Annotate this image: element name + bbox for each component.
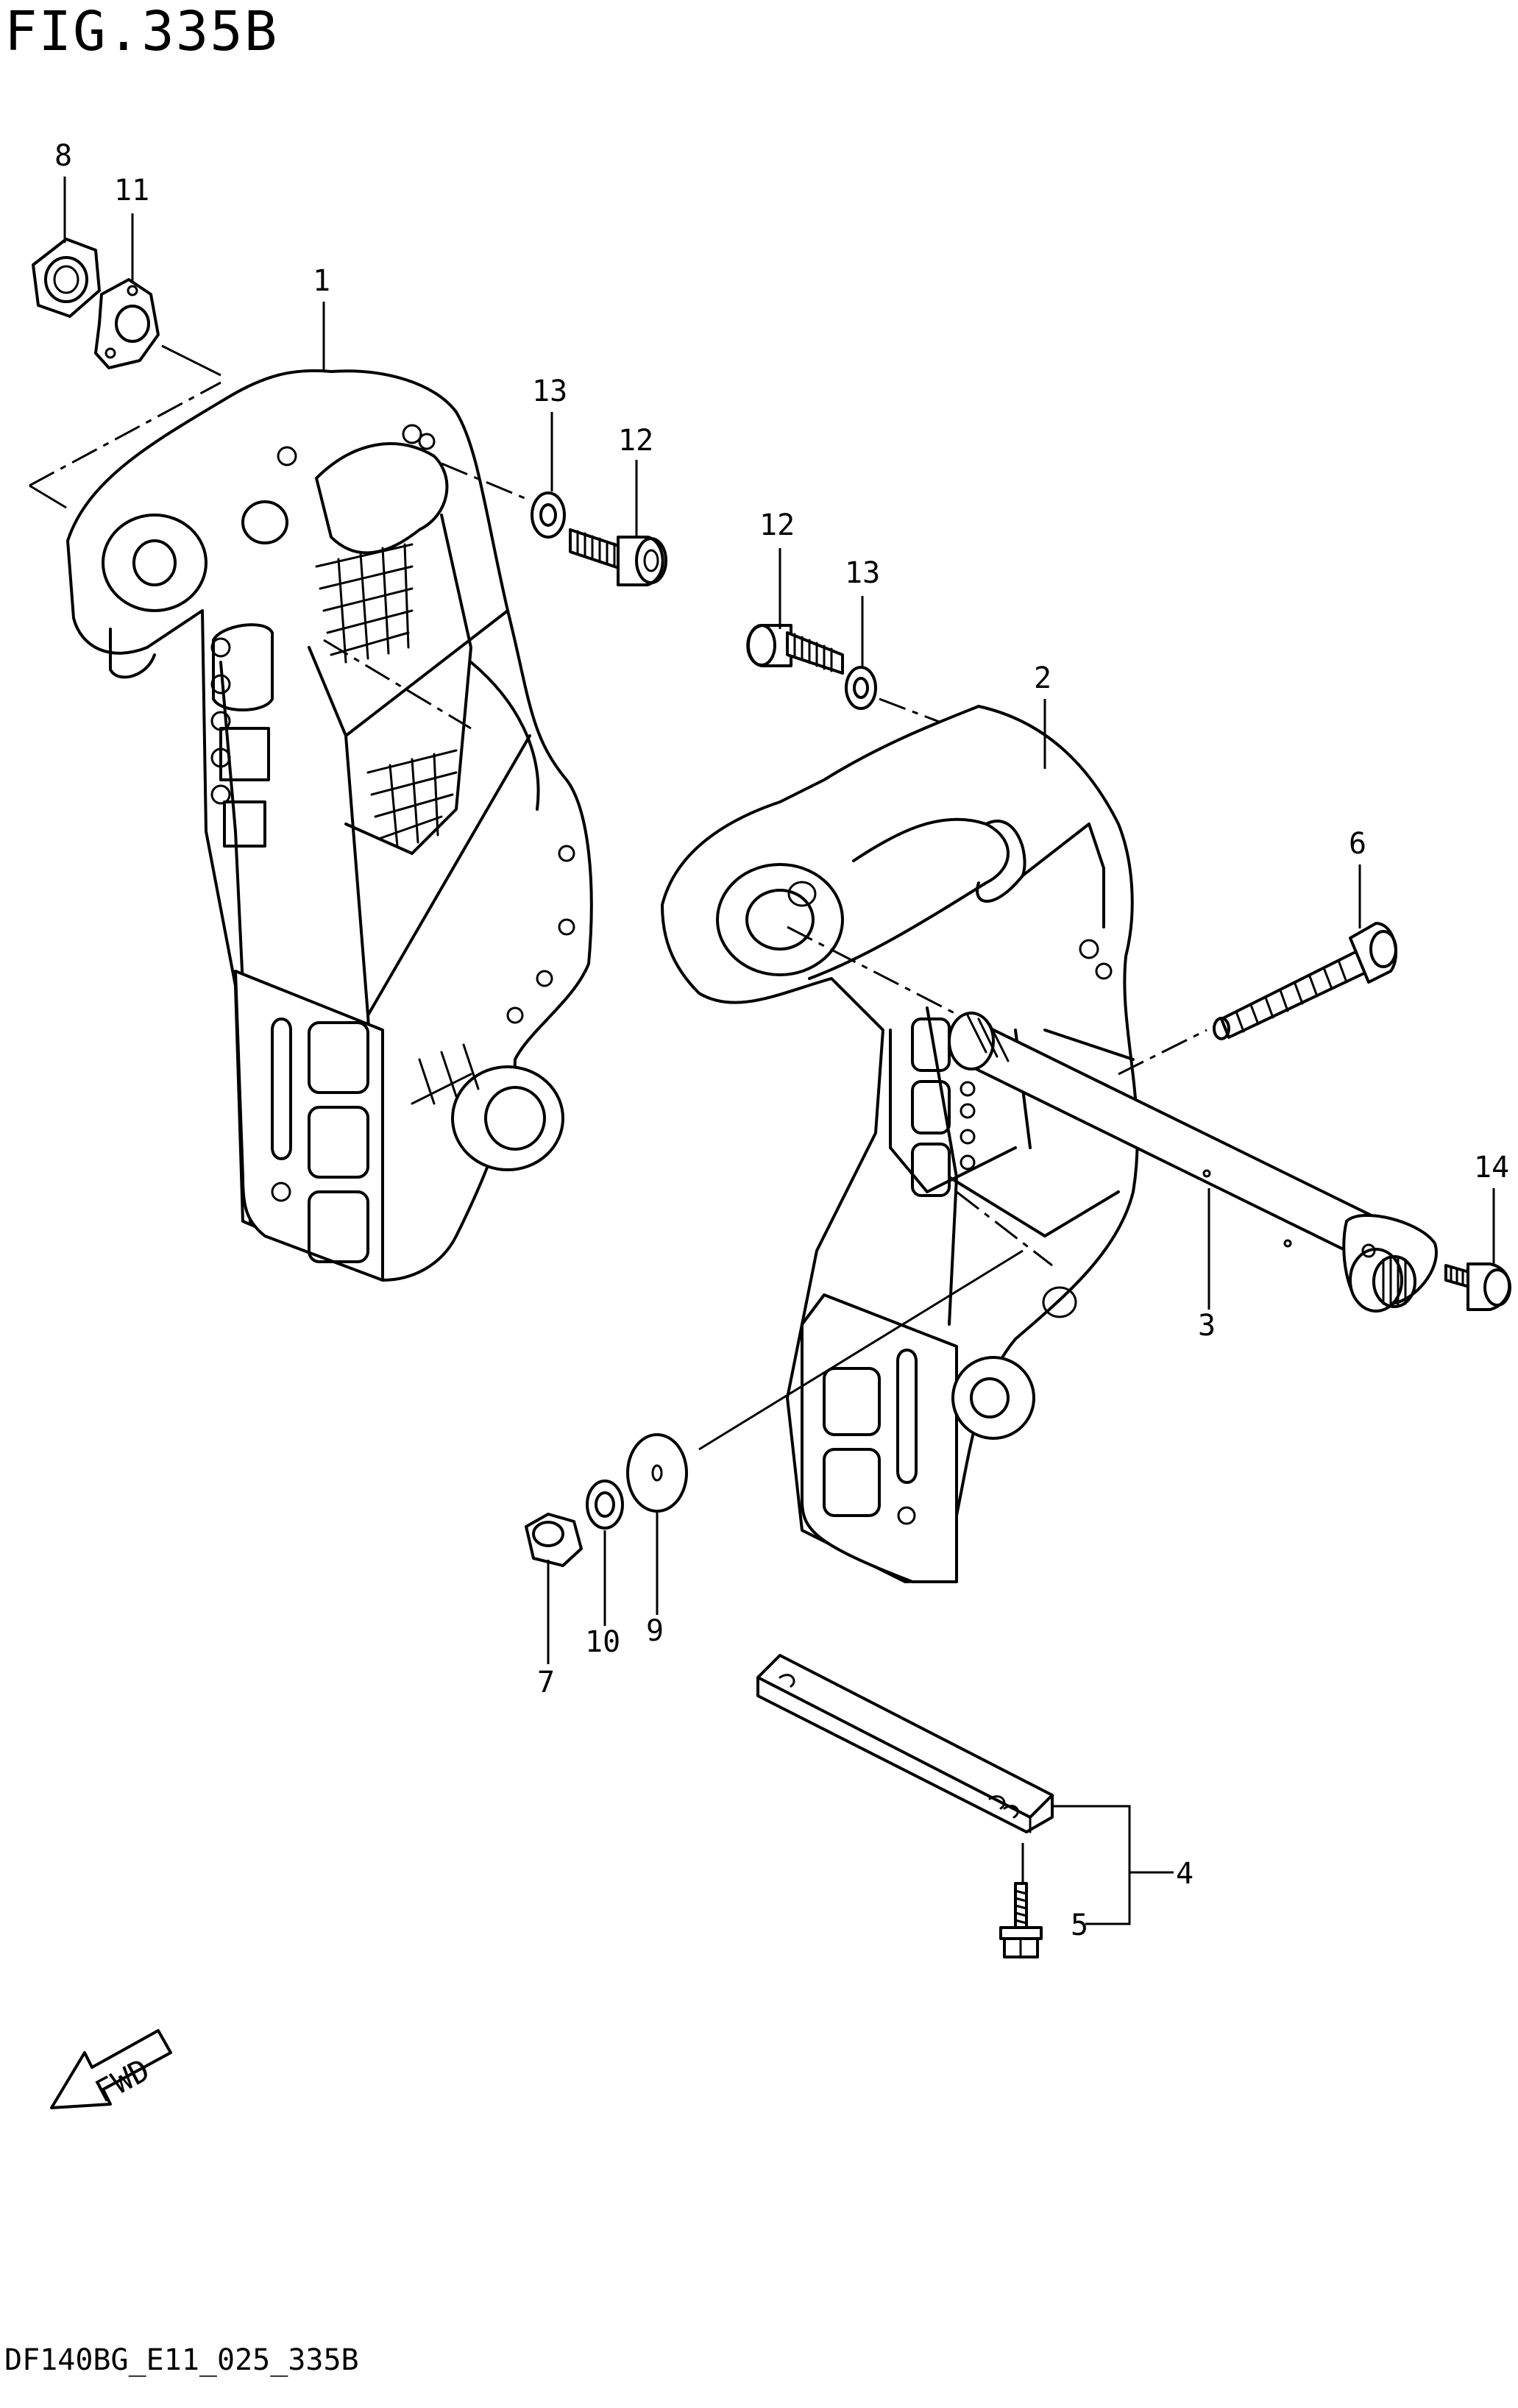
callout-7: 7 bbox=[537, 1666, 555, 1700]
callout-11: 11 bbox=[114, 174, 149, 207]
long-bolt-part-6 bbox=[1213, 922, 1398, 1040]
callout-14: 14 bbox=[1474, 1151, 1509, 1185]
small-bolt-part-14 bbox=[1444, 1262, 1511, 1311]
anode-plate-part-4 bbox=[756, 1654, 1054, 1833]
callout-12-upper: 12 bbox=[618, 424, 653, 458]
washer-part-10 bbox=[586, 1480, 624, 1530]
figure-code: DF140BG_E11_025_335B bbox=[4, 2343, 359, 2377]
callout-8: 8 bbox=[54, 139, 72, 173]
figure-title: FIG.335B bbox=[4, 0, 279, 63]
clamp-bracket-left bbox=[66, 369, 593, 1282]
bolt-part-12-lower bbox=[746, 624, 844, 675]
assembly-line bbox=[29, 381, 221, 487]
nut-part-8 bbox=[32, 238, 101, 318]
clamp-bracket-right bbox=[661, 705, 1139, 1583]
callout-4: 4 bbox=[1176, 1857, 1194, 1891]
leader-lines bbox=[63, 177, 1495, 1925]
bolt-part-12-upper bbox=[569, 528, 667, 586]
callout-6: 6 bbox=[1349, 827, 1366, 861]
callout-3: 3 bbox=[1198, 1309, 1216, 1343]
washer-part-13-upper bbox=[531, 491, 566, 539]
callout-10: 10 bbox=[585, 1625, 620, 1659]
callout-1: 1 bbox=[313, 264, 330, 298]
tilt-shaft-part-3 bbox=[948, 1012, 1438, 1313]
callout-13-lower: 13 bbox=[845, 556, 880, 590]
callout-labels: 8 11 1 13 12 12 13 2 6 14 3 9 10 7 4 5 bbox=[54, 139, 1509, 1942]
nut-part-7 bbox=[525, 1513, 583, 1567]
callout-5: 5 bbox=[1071, 1908, 1088, 1942]
fwd-arrow-icon: FWD bbox=[50, 2029, 172, 2110]
callout-12-lower: 12 bbox=[759, 508, 795, 542]
callout-9: 9 bbox=[646, 1614, 664, 1648]
plate-part-11 bbox=[94, 278, 160, 369]
callout-13-upper: 13 bbox=[532, 374, 567, 408]
callout-2: 2 bbox=[1034, 661, 1051, 695]
washer-part-9 bbox=[626, 1433, 688, 1513]
washer-part-13-lower bbox=[845, 666, 877, 710]
screw-part-5 bbox=[999, 1882, 1043, 1958]
